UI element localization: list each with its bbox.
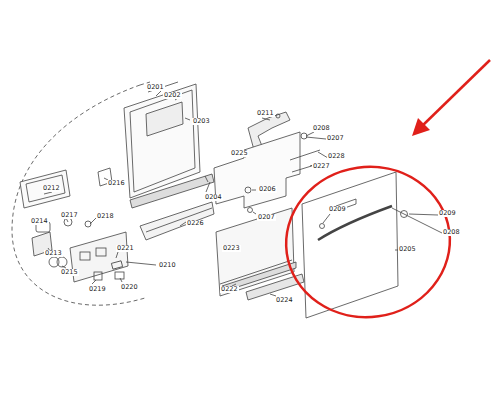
- callout-number: 0203: [192, 118, 211, 125]
- callout-number: 0226: [186, 220, 205, 227]
- callout-number: 0209: [328, 206, 347, 213]
- callout-number: 0223: [222, 245, 241, 252]
- callout-number: 0214: [30, 218, 49, 225]
- callout-number: 0209: [438, 210, 457, 217]
- callout-number: 0216: [107, 180, 126, 187]
- callout-number: 0219: [88, 286, 107, 293]
- callout-number: 0213: [44, 250, 63, 257]
- callout-number: 0208: [442, 229, 461, 236]
- callout-number: 0225: [230, 150, 249, 157]
- callout-number: 0215: [60, 269, 79, 276]
- callout-number: 0202: [163, 92, 182, 99]
- callout-number: 0204: [204, 194, 223, 201]
- callout-number: 0227: [312, 163, 331, 170]
- callout-number: 0211: [256, 110, 275, 117]
- callout-number: 0201: [146, 84, 165, 91]
- callout-number: 0205: [398, 246, 417, 253]
- callout-number: 0207: [257, 214, 276, 221]
- callout-number: 0221: [116, 245, 135, 252]
- callout-number: 0206: [258, 186, 277, 193]
- callout-number: 0222: [220, 286, 239, 293]
- callout-number: 0218: [96, 213, 115, 220]
- callout-number: 0228: [327, 153, 346, 160]
- callout-number: 0224: [275, 297, 294, 304]
- callout-number: 0212: [42, 185, 61, 192]
- callout-number: 0220: [120, 284, 139, 291]
- callout-number: 0217: [60, 212, 79, 219]
- callout-number: 0210: [158, 262, 177, 269]
- callout-number: 0207: [326, 135, 345, 142]
- callout-number: 0208: [312, 125, 331, 132]
